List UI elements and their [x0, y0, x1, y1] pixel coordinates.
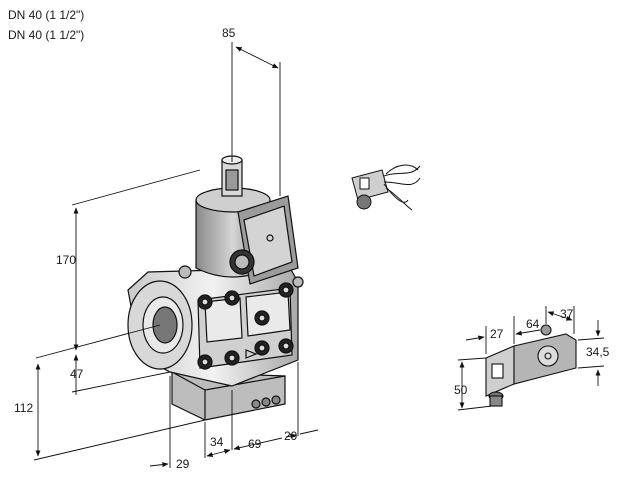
- dim-64: 64: [526, 317, 540, 331]
- valve-body: [127, 265, 304, 421]
- dim-34: 34: [210, 435, 224, 449]
- dimension-lines: [33, 42, 605, 468]
- dim-69: 69: [248, 437, 262, 451]
- solenoid-coil: [195, 155, 299, 285]
- dim-34-5: 34,5: [586, 345, 610, 359]
- dim-47: 47: [70, 367, 84, 381]
- dim-29-bottom: 29: [176, 457, 190, 471]
- dim-170: 170: [56, 253, 76, 267]
- header-line-1: DN 40 (1 1/2"): [8, 8, 85, 22]
- dim-112: 112: [14, 401, 33, 415]
- dim-37: 37: [560, 307, 574, 321]
- header-line-2: DN 40 (1 1/2"): [8, 28, 85, 42]
- dim-50: 50: [454, 383, 468, 397]
- dim-85: 85: [222, 26, 236, 40]
- cable-connector-image: [351, 164, 421, 211]
- dim-27: 27: [490, 327, 504, 341]
- dim-29-right: 29: [284, 429, 298, 443]
- switch-detail-image: [485, 324, 577, 407]
